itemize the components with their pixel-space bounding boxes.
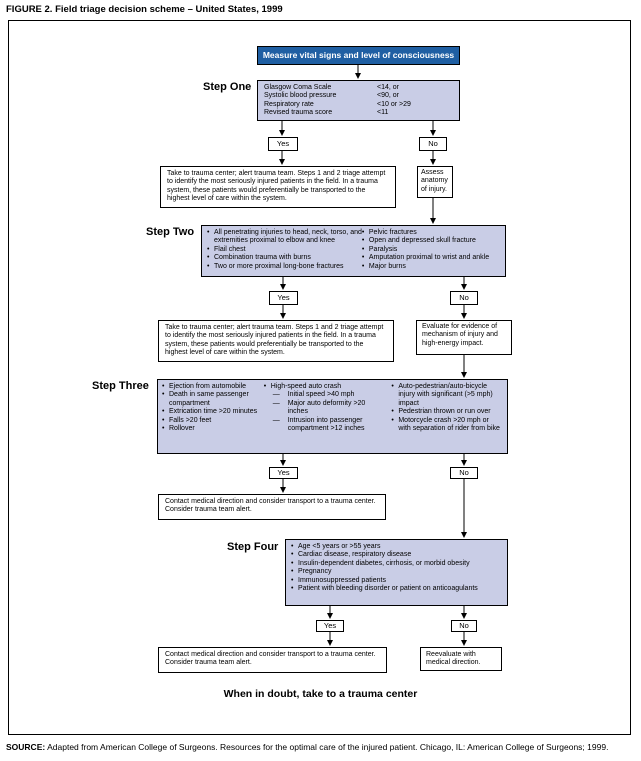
list-item: Flail chest [207, 246, 362, 255]
criteria-value: <11 [377, 109, 389, 117]
list-item: All penetrating injuries to head, neck, … [207, 229, 362, 246]
list-item: Cardiac disease, respiratory disease [291, 551, 502, 560]
figure-title: FIGURE 2. Field triage decision scheme –… [6, 4, 283, 15]
list-item: Major burns [362, 263, 500, 272]
step-one-no: No [419, 137, 447, 151]
step-three-col2: High-speed auto crash Initial speed >40 … [264, 383, 386, 450]
step-two-yes: Yes [269, 291, 298, 305]
step-two-right-list: Pelvic fractures Open and depressed skul… [362, 229, 500, 273]
list-item: Motorcycle crash >20 mph or with separat… [391, 417, 503, 434]
measure-vitals-box: Measure vital signs and level of conscio… [257, 46, 460, 65]
list-item: Auto-pedestrian/auto-bicycle injury with… [391, 383, 503, 408]
list-item: High-speed auto crash [264, 383, 386, 392]
list-item: Pedestrian thrown or run over [391, 408, 503, 417]
reevaluate-box: Reevaluate with medical direction. [420, 647, 502, 671]
step-one-label: Step One [203, 81, 252, 93]
step-four-list: Age <5 years or >55 years Cardiac diseas… [291, 543, 502, 594]
step-two-yes-action: Take to trauma center; alert trauma team… [158, 320, 394, 362]
step-two-label: Step Two [146, 226, 195, 238]
step-one-yes: Yes [268, 137, 298, 151]
step-three-col3: Auto-pedestrian/auto-bicycle injury with… [385, 383, 503, 450]
step-two-left-list: All penetrating injuries to head, neck, … [207, 229, 362, 273]
criteria-label: Glasgow Coma Scale [264, 84, 332, 91]
assess-anatomy-box: Assess anatomy of injury. [417, 166, 453, 198]
step-three-col2-list: High-speed auto crash [264, 383, 386, 392]
step-three-no: No [450, 467, 478, 479]
list-item: Ejection from automobile [162, 383, 264, 392]
diagram-frame [8, 20, 631, 735]
criteria-label: Systolic blood pressure [264, 92, 337, 100]
criteria-label: Revised trauma score [264, 109, 333, 117]
step-three-criteria-box: Ejection from automobile Death in same p… [157, 379, 508, 454]
list-item: Extrication time >20 minutes [162, 408, 264, 417]
step-four-criteria-box: Age <5 years or >55 years Cardiac diseas… [285, 539, 508, 606]
step-three-col2-sublist: Initial speed >40 mph Major auto deformi… [264, 391, 386, 433]
source-note: SOURCE: Adapted from American College of… [6, 742, 608, 752]
step-four-yes-action: Contact medical direction and consider t… [158, 647, 387, 673]
criteria-value: <14, or [377, 84, 399, 91]
step-four-label: Step Four [227, 541, 279, 553]
list-item: Patient with bleeding disorder or patien… [291, 585, 502, 594]
step-one-yes-action: Take to trauma center; alert trauma team… [160, 166, 396, 208]
list-item: Death in same passenger compartment [162, 391, 264, 408]
step-one-criteria-box: Glasgow Coma Scale <14, or Systolic blood… [257, 80, 460, 121]
list-item: Open and depressed skull fracture [362, 237, 500, 246]
sub-list-item: Initial speed >40 mph [273, 391, 386, 400]
source-label: SOURCE: [6, 742, 46, 752]
step-three-label: Step Three [92, 380, 149, 392]
step-four-yes: Yes [316, 620, 344, 632]
step-four-no: No [451, 620, 477, 632]
list-item: Pregnancy [291, 568, 502, 577]
criteria-value: <90, or [377, 92, 399, 100]
source-text: Adapted from American College of Surgeon… [47, 742, 609, 752]
step-two-criteria-box: All penetrating injuries to head, neck, … [201, 225, 506, 277]
when-in-doubt-text: When in doubt, take to a trauma center [223, 688, 418, 700]
sub-list-item: Intrusion into passenger compartment >12… [273, 417, 386, 434]
list-item: Age <5 years or >55 years [291, 543, 502, 552]
list-item: Rollover [162, 425, 264, 434]
list-item: Combination trauma with burns [207, 254, 362, 263]
sub-list-item: Major auto deformity >20 inches [273, 400, 386, 417]
list-item: Pelvic fractures [362, 229, 500, 238]
step-two-no: No [450, 291, 478, 305]
list-item: Immunosuppressed patients [291, 577, 502, 586]
list-item: Insulin-dependent diabetes, cirrhosis, o… [291, 560, 502, 569]
step-three-col1: Ejection from automobile Death in same p… [162, 383, 264, 450]
criteria-value: <10 or >29 [377, 100, 411, 108]
list-item: Two or more proximal long-bone fractures [207, 263, 362, 272]
criteria-label: Respiratory rate [264, 100, 314, 108]
step-three-yes-action: Contact medical direction and consider t… [158, 494, 386, 520]
evaluate-mechanism-box: Evaluate for evidence of mechanism of in… [416, 320, 512, 355]
step-three-yes: Yes [269, 467, 298, 479]
step-one-criteria-table: Glasgow Coma Scale <14, or Systolic blood… [264, 84, 453, 118]
list-item: Paralysis [362, 246, 500, 255]
list-item: Amputation proximal to wrist and ankle [362, 254, 500, 263]
list-item: Falls >20 feet [162, 417, 264, 426]
